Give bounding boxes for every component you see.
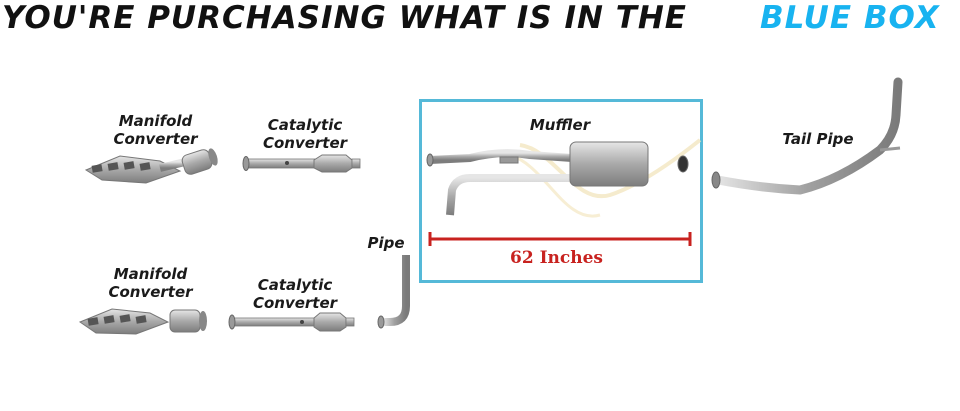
catalytic-converter-top-image xyxy=(242,154,361,173)
label-muffler: Muffler xyxy=(529,116,591,134)
measurement-line xyxy=(428,232,692,246)
banner-main-text: YOU'RE PURCHASING WHAT IS IN THE xyxy=(2,0,687,36)
label-catalytic-converter-top-text: Catalytic Converter xyxy=(262,116,348,152)
label-manifold-converter-bottom-text: Manifold Converter xyxy=(108,265,193,301)
label-pipe: Pipe xyxy=(367,234,405,252)
manifold-converter-bottom-image xyxy=(78,308,207,335)
banner-title: YOU'RE PURCHASING WHAT IS IN THE BLUE BO… xyxy=(0,0,960,40)
label-manifold-converter-top: Manifold Converter xyxy=(108,112,203,148)
tail-pipe-image xyxy=(711,77,903,195)
label-tail-pipe: Tail Pipe xyxy=(782,130,854,148)
muffler-assembly-image xyxy=(426,138,702,218)
label-catalytic-converter-top: Catalytic Converter xyxy=(250,116,360,152)
label-catalytic-converter-bottom-text: Catalytic Converter xyxy=(252,276,338,312)
catalytic-converter-bottom-image xyxy=(228,312,355,332)
measurement-label: 62 Inches xyxy=(510,248,603,268)
label-catalytic-converter-bottom: Catalytic Converter xyxy=(240,276,350,312)
pipe-image xyxy=(377,255,410,329)
manifold-converter-top-image xyxy=(84,148,218,184)
label-manifold-converter-bottom: Manifold Converter xyxy=(103,265,198,301)
banner-highlight-text: BLUE BOX xyxy=(760,0,940,36)
label-manifold-converter-top-text: Manifold Converter xyxy=(113,112,198,148)
selection-blue-box xyxy=(419,99,703,283)
